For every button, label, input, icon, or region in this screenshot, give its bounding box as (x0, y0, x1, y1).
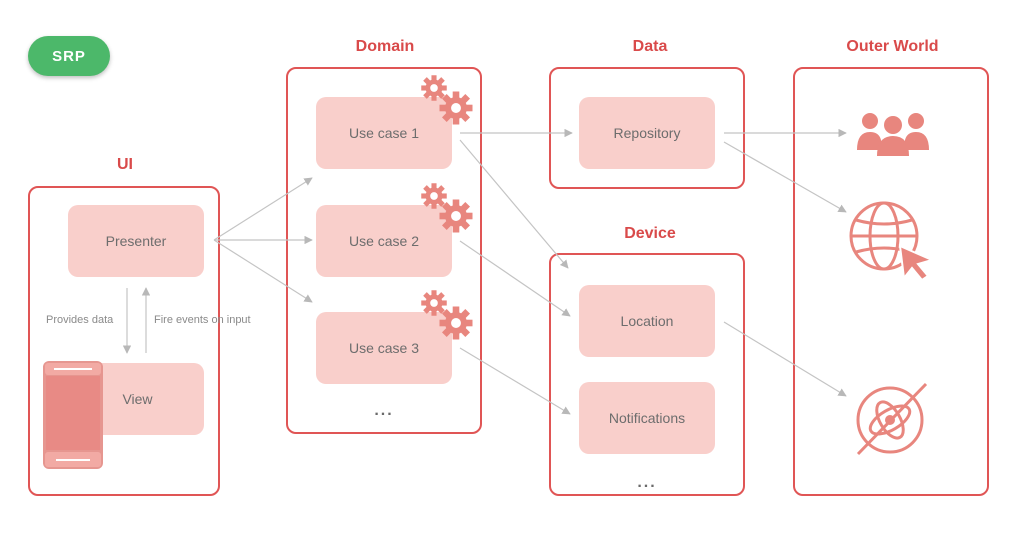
arrow-usecase2-location (459, 240, 571, 317)
repository-label: Repository (613, 125, 681, 141)
repository-box: Repository (579, 97, 715, 169)
arrow-presenter-usecase1 (213, 177, 313, 241)
outer-world-panel (793, 67, 989, 496)
location-label: Location (620, 313, 674, 329)
globe-cursor-icon (849, 201, 935, 280)
domain-title: Domain (355, 38, 415, 55)
location-box: Location (579, 285, 715, 357)
use-case-1-label: Use case 1 (348, 125, 420, 141)
satellite-icon (856, 382, 928, 456)
data-panel (549, 67, 745, 189)
notifications-label: Notifications (608, 410, 686, 426)
notifications-box: Notifications (579, 382, 715, 454)
fire-events-label: Fire events on input (154, 314, 251, 326)
use-case-2-box: Use case 2 (316, 205, 452, 277)
outer-world-title: Outer World (846, 38, 939, 55)
device-title: Device (624, 225, 676, 242)
users-icon (857, 113, 929, 156)
use-case-2-label: Use case 2 (348, 233, 420, 249)
domain-more-dots: ... (374, 402, 394, 419)
ui-title: UI (117, 156, 133, 173)
data-title: Data (632, 38, 668, 55)
device-panel (549, 253, 745, 496)
presenter-box: Presenter (68, 205, 204, 277)
srp-badge: SRP (28, 36, 110, 76)
use-case-3-box: Use case 3 (316, 312, 452, 384)
use-case-3-label: Use case 3 (348, 340, 420, 356)
arrow-presenter-usecase3 (213, 239, 313, 303)
arrow-usecase3-notifications (459, 347, 571, 415)
domain-panel (286, 67, 482, 434)
ui-panel (28, 186, 220, 496)
use-case-1-box: Use case 1 (316, 97, 452, 169)
view-label: View (122, 391, 153, 407)
device-more-dots: ... (637, 474, 657, 491)
presenter-label: Presenter (105, 233, 167, 249)
provides-data-label: Provides data (46, 314, 114, 326)
phone-icon (43, 361, 103, 469)
arrow-repository-globe (723, 141, 847, 213)
arrow-usecase1-device (459, 139, 569, 269)
arrow-location-satellite (723, 321, 847, 397)
